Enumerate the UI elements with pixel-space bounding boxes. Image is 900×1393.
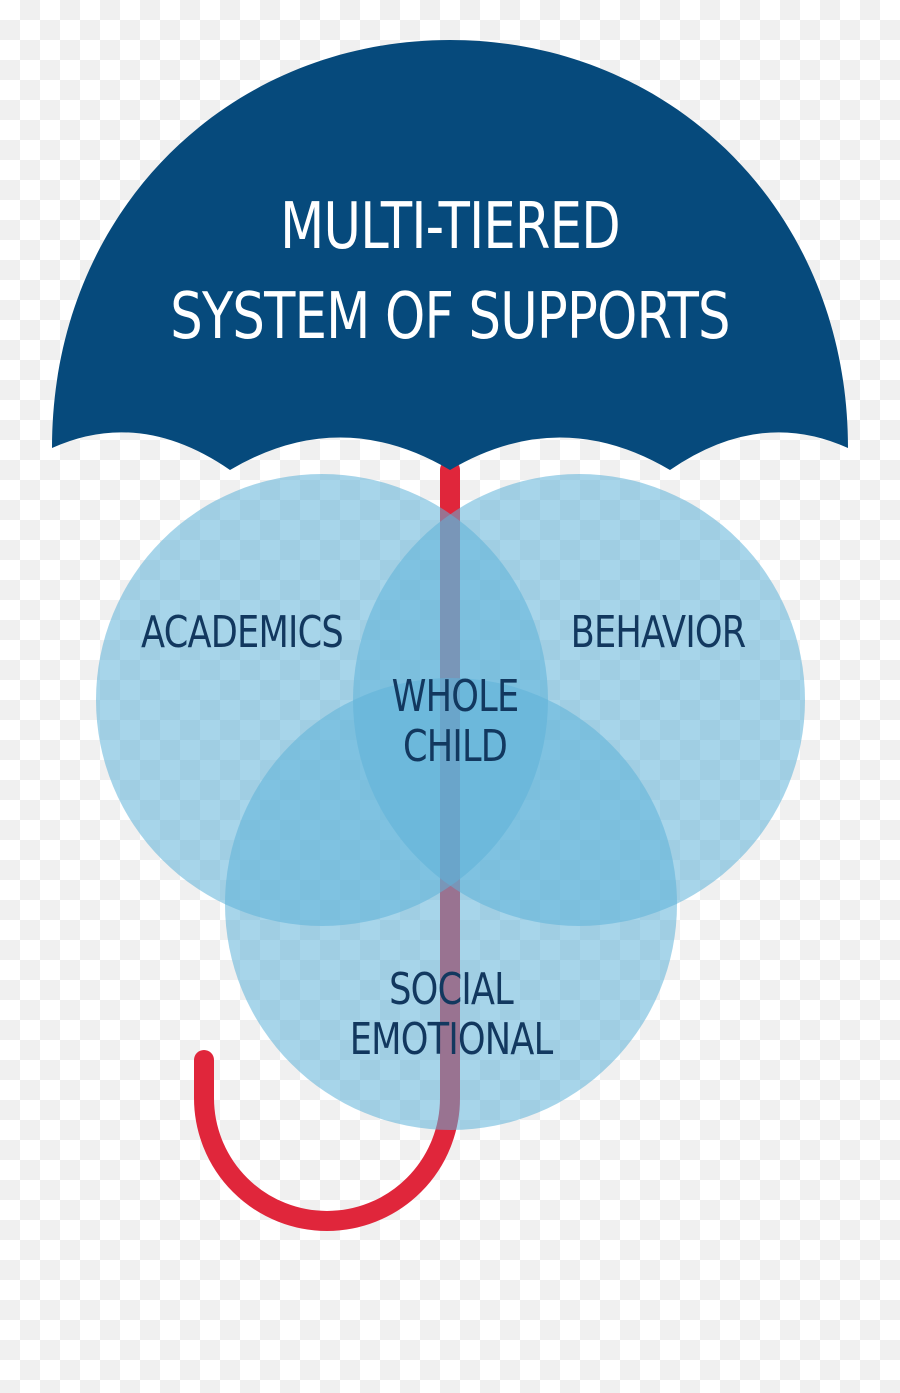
whole-child-line-1: WHOLE	[392, 671, 519, 722]
title-line-1: MULTI-TIERED	[280, 188, 620, 263]
social-label: SOCIAL	[389, 964, 513, 1015]
social-emotional-circle	[225, 678, 677, 1130]
venn-circles	[96, 474, 805, 1130]
umbrella-handle	[194, 460, 460, 1231]
academics-label: ACADEMICS	[141, 607, 343, 658]
umbrella-canopy	[52, 40, 848, 470]
title-line-2: SYSTEM OF SUPPORTS	[170, 278, 729, 353]
emotional-label: EMOTIONAL	[350, 1014, 553, 1065]
whole-child-line-2: CHILD	[403, 721, 507, 772]
behavior-label: BEHAVIOR	[571, 607, 746, 658]
